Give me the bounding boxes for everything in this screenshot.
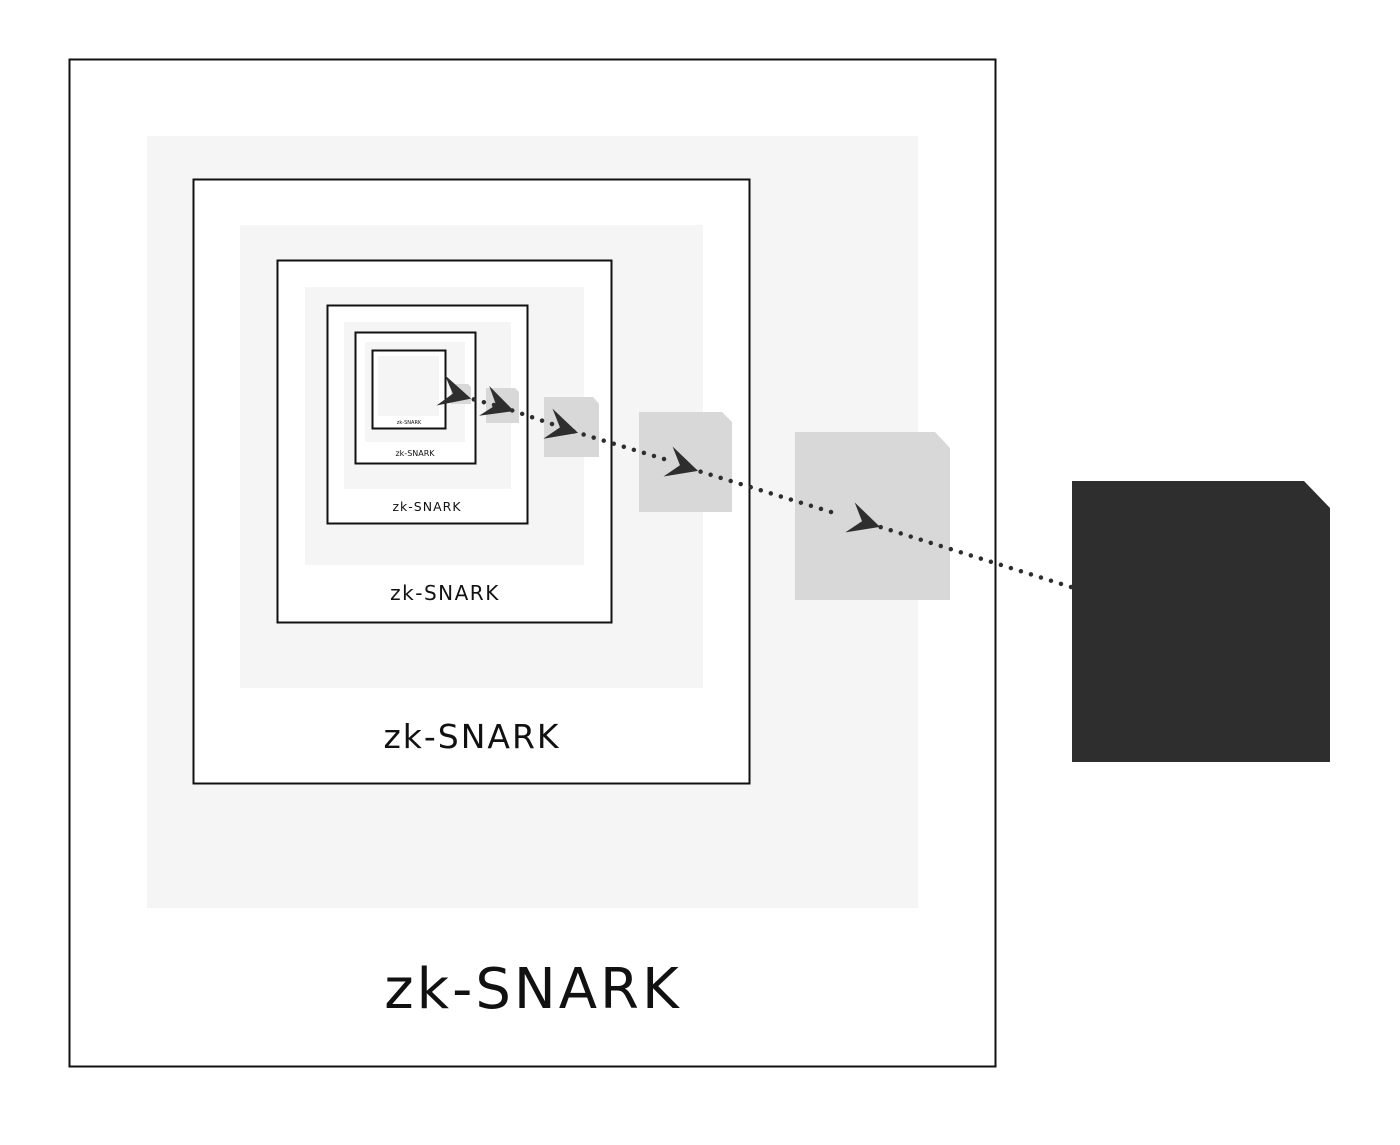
input-document [1072,481,1330,762]
proof-document-4 [486,388,519,423]
proof-document-2 [639,412,732,512]
snark-label-5: zk-SNARK [397,420,422,426]
dotted-arrow-4 [479,385,555,427]
dotted-arrow-2 [663,446,834,515]
snark-band-5 [378,356,439,416]
snark-label-1: zk-SNARK [383,717,560,756]
snark-label-0: zk-SNARK [384,957,681,1022]
snark-label-2: zk-SNARK [390,581,500,605]
dotted-arrow-1 [845,502,1074,590]
snark-label-4: zk-SNARK [395,449,435,458]
snark-label-3: zk-SNARK [392,499,461,514]
proof-document-5 [451,384,471,404]
proof-document-3 [544,397,599,457]
proof-document-1 [795,432,950,600]
